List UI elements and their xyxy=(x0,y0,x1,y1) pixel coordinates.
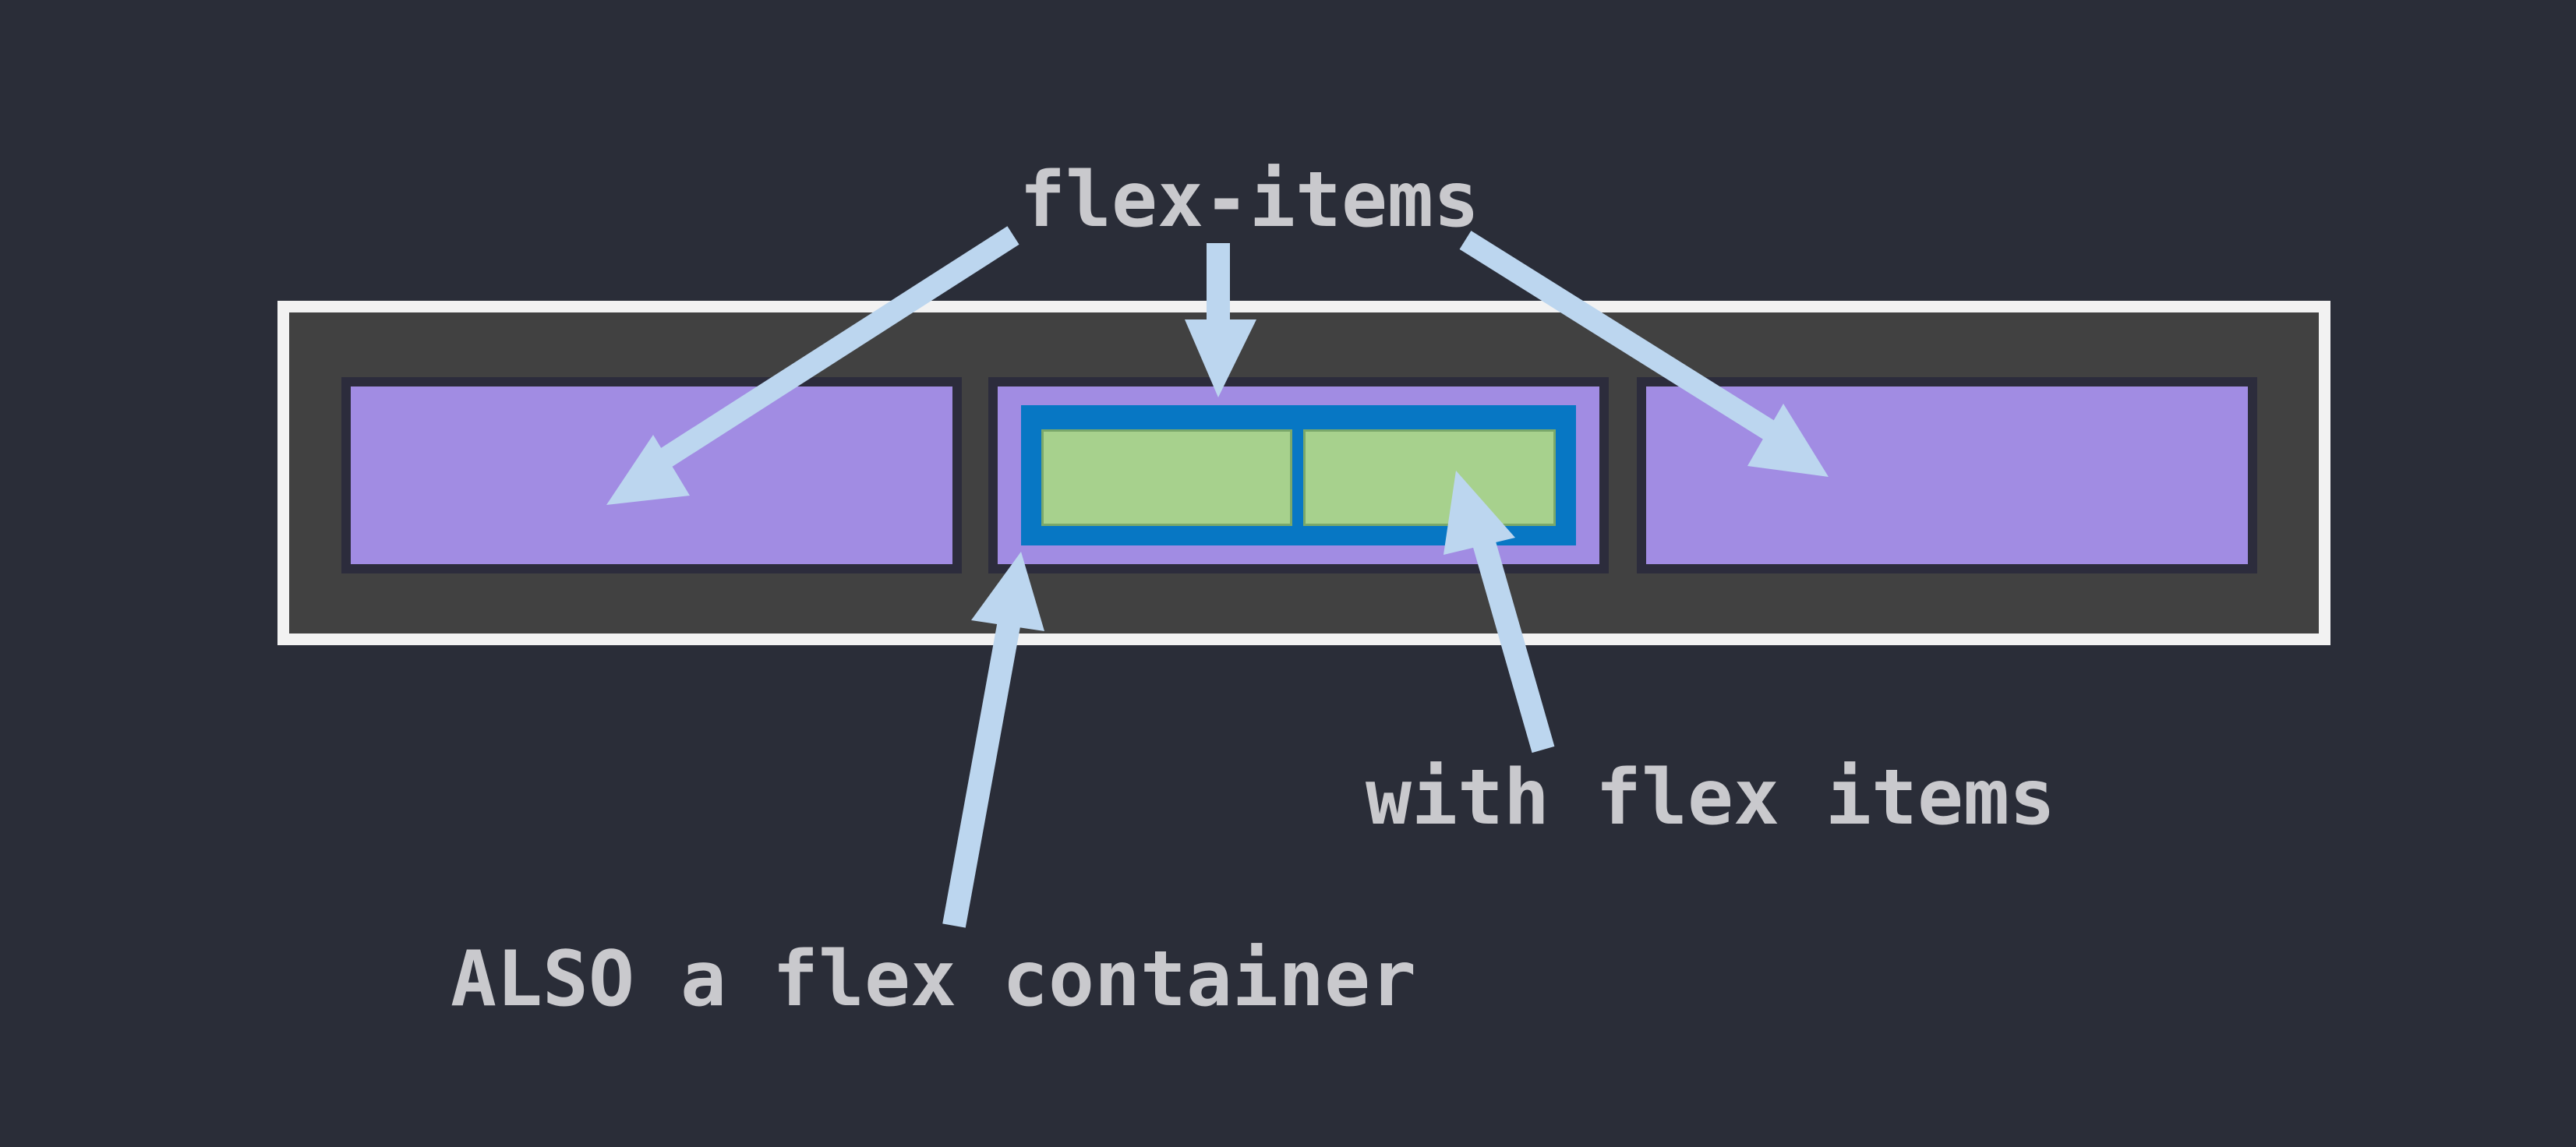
nested-flex-item-1 xyxy=(1041,429,1292,526)
label-with-flex-items: with flex items xyxy=(1366,753,2056,842)
label-flex-items: flex-items xyxy=(1019,156,1480,245)
nested-flex-item-2 xyxy=(1303,429,1556,526)
label-also-flex-container: ALSO a flex container xyxy=(451,935,1417,1024)
flex-item-right xyxy=(1637,377,2257,574)
flex-item-left xyxy=(341,377,962,574)
